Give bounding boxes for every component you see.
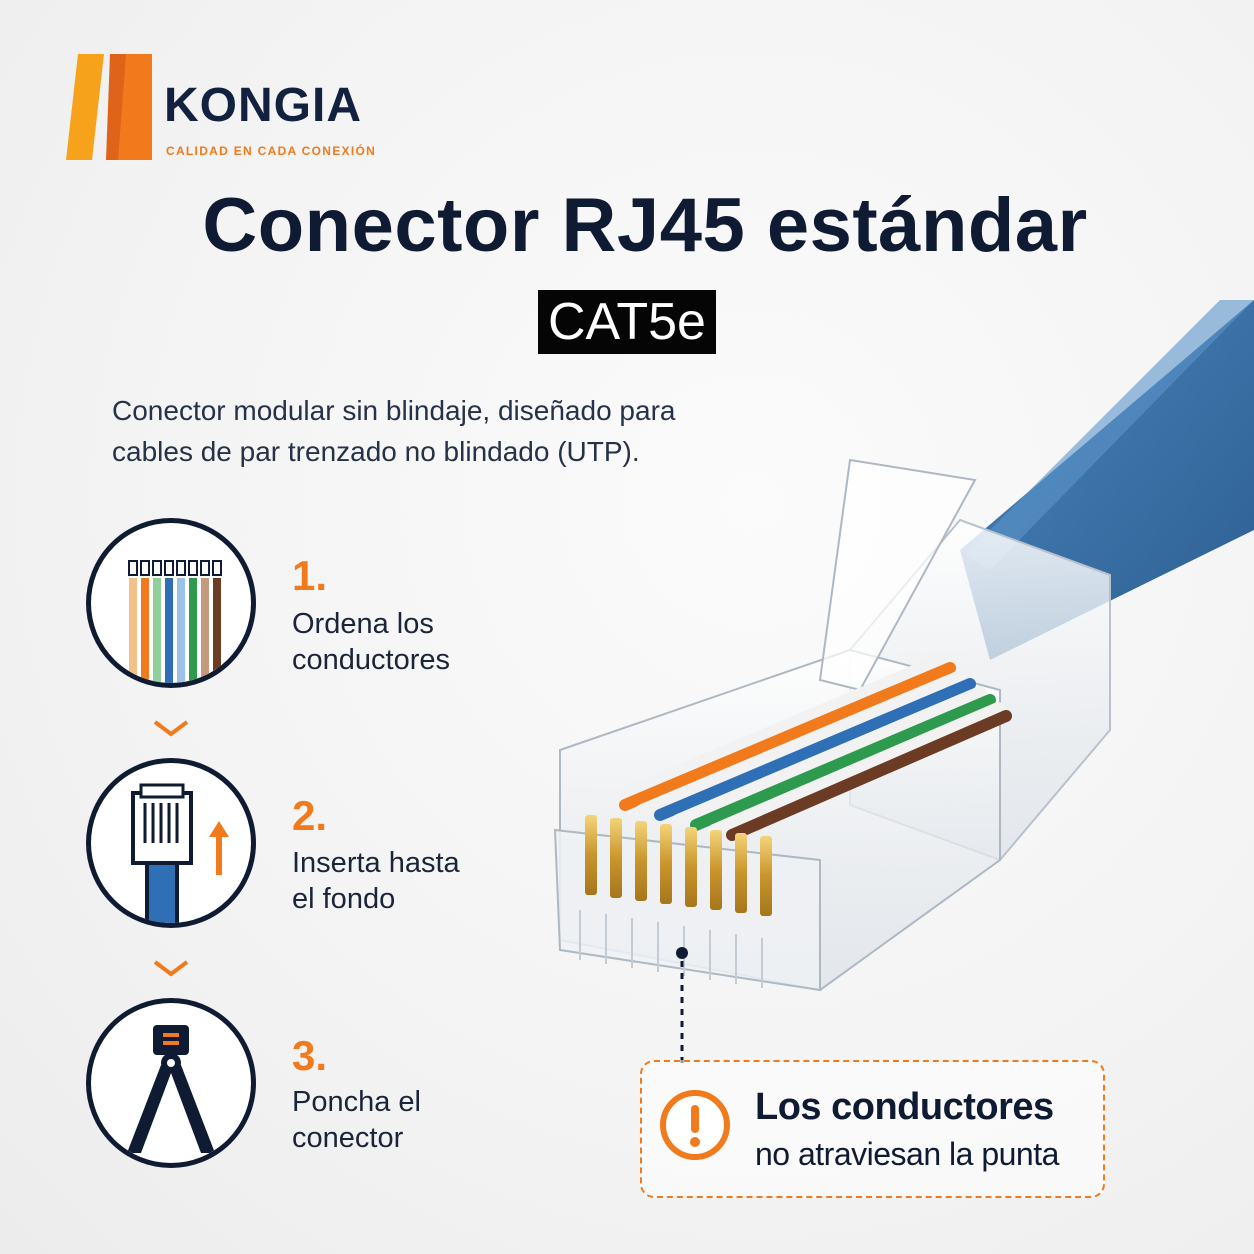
step-1-line2: conductores	[292, 644, 450, 676]
chevron-down-icon	[153, 960, 189, 977]
crimp-tool-icon	[127, 1025, 215, 1153]
step-1-circle	[86, 518, 256, 688]
step-2-line2: el fondo	[292, 883, 396, 915]
step-1-text: Ordena los conductores	[292, 606, 532, 678]
wire-order-icon	[128, 560, 222, 683]
step-3-text: Poncha el conector	[292, 1084, 532, 1156]
callout-leader-line	[676, 947, 688, 1063]
step-1-line1: Ordena los	[292, 608, 434, 640]
chevron-down-icon	[153, 720, 189, 737]
step-3-line2: conector	[292, 1122, 404, 1154]
step-1-number: 1.	[292, 552, 328, 599]
page-title: Conector RJ45 estándar	[202, 183, 1088, 268]
step-2-circle	[86, 758, 256, 928]
category-badge: CAT5e	[538, 290, 716, 354]
insert-connector-icon	[131, 783, 229, 923]
kongia-logo-mark-icon	[66, 54, 152, 160]
step-3-line1: Poncha el	[292, 1086, 421, 1118]
warning-title: Los conductores	[755, 1086, 1054, 1128]
warning-subtitle: no atraviesan la punta	[755, 1136, 1059, 1172]
step-3-circle	[86, 998, 256, 1168]
step-2-line1: Inserta hasta	[292, 847, 460, 879]
brand-logo: KONGIA CALIDAD EN CADA CONEXIÓN	[66, 54, 386, 164]
brand-name: KONGIA	[164, 79, 362, 132]
product-description: Conector modular sin blindaje, diseñado …	[112, 395, 676, 467]
step-3-number: 3.	[292, 1032, 328, 1079]
step-2-text: Inserta hasta el fondo	[292, 845, 532, 917]
brand-tagline: CALIDAD EN CADA CONEXIÓN	[166, 144, 377, 158]
exclamation-icon	[660, 1090, 730, 1160]
step-2-number: 2.	[292, 792, 328, 839]
rj45-connector-illustration	[553, 300, 1254, 992]
